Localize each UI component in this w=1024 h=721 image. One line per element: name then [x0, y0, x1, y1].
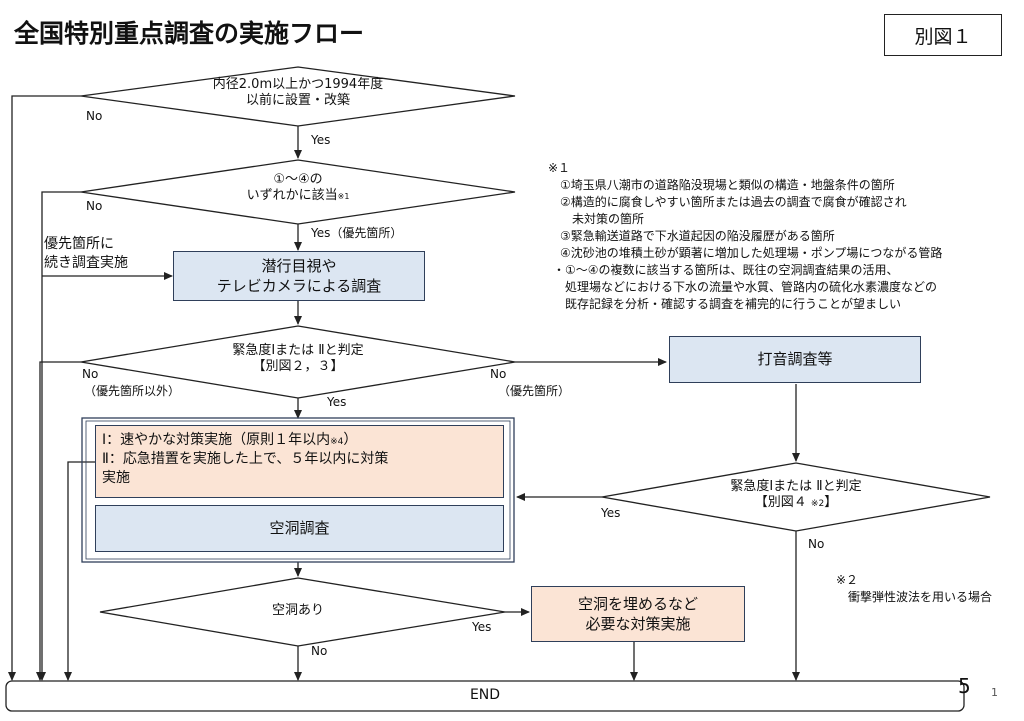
d3-no-right-label: No	[490, 367, 507, 381]
d3-no-right-sublabel: （優先箇所）	[498, 384, 571, 398]
sennyu-survey-box: 潜行目視や テレビカメラによる調査	[173, 251, 425, 301]
slide-number: 5	[958, 674, 971, 698]
page-title: 全国特別重点調査の実施フロー	[14, 19, 365, 48]
d5-no-label: No	[311, 644, 328, 658]
priority-continue-label: 優先箇所に 続き調査実施	[44, 236, 128, 271]
decision-2-text: ①〜④の いずれかに該当※1	[246, 172, 350, 204]
decision-1-text: 内径2.0m以上かつ1994年度 以前に設置・改築	[212, 77, 384, 109]
page-number: 1	[991, 686, 998, 699]
decision-3-text: 緊急度Ⅰまたは Ⅱと判定 【別図２，３】	[232, 343, 364, 375]
d3-no-left-label: No	[82, 367, 99, 381]
d4-no-label: No	[808, 537, 825, 551]
cavity-countermeasure-box: 空洞を埋めるなど 必要な対策実施	[531, 586, 745, 642]
end-terminal	[5, 680, 965, 712]
figure-label: 別図１	[884, 14, 1002, 56]
d2-no-label: No	[86, 199, 103, 213]
countermeasure-group-frame	[81, 417, 515, 563]
countermeasure-box: Ⅰ：速やかな対策実施（原則１年以内※4） Ⅱ：応急措置を実施した上で、５年以内に…	[95, 425, 504, 498]
d1-yes-label: Yes	[311, 133, 331, 147]
d5-yes-label: Yes	[472, 620, 492, 634]
d4-yes-label: Yes	[601, 506, 621, 520]
decision-5-text: 空洞あり	[271, 603, 324, 618]
end-label: END	[469, 687, 501, 703]
d3-yes-label: Yes	[327, 395, 347, 409]
cavity-survey-box: 空洞調査	[95, 505, 504, 552]
percussion-survey-box: 打音調査等	[669, 336, 921, 383]
d1-no-label: No	[86, 109, 103, 123]
d3-no-left-sublabel: （優先箇所以外）	[84, 384, 181, 398]
note-1: ※１ ①埼玉県八潮市の道路陥没現場と類似の構造・地盤条件の箇所 ②構造的に腐食し…	[548, 161, 943, 312]
d2-yes-label: Yes（優先箇所）	[311, 226, 403, 240]
note-2: ※２ 衝撃弾性波法を用いる場合	[836, 573, 993, 605]
decision-4-text: 緊急度Ⅰまたは Ⅱと判定 【別図４ ※2】	[730, 479, 862, 511]
